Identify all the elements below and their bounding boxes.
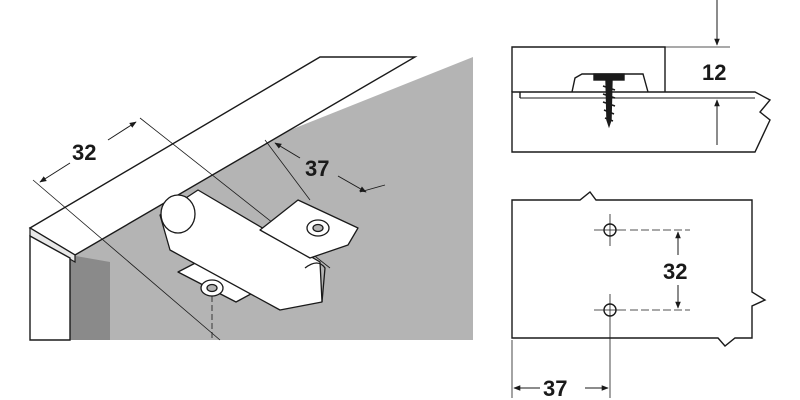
plan-dim-37-label: 37 bbox=[543, 376, 567, 400]
section-dim-12-label: 12 bbox=[702, 60, 726, 85]
iso-dim-32-arrow-b bbox=[107, 121, 137, 141]
iso-dim-37-arrow-a bbox=[274, 142, 301, 159]
section-latch-housing bbox=[511, 46, 666, 92]
iso-dim-37-arrow-b bbox=[337, 175, 367, 193]
latch-cylinder-curve bbox=[304, 262, 326, 303]
side-panel-front-edge bbox=[29, 234, 71, 341]
cabinet-inner-side bbox=[70, 255, 110, 340]
section-panel-board bbox=[511, 91, 772, 153]
plan-dim-32-label: 32 bbox=[663, 259, 687, 284]
plan-panel-outline bbox=[511, 191, 767, 347]
section-screw bbox=[593, 73, 625, 129]
plan-view bbox=[511, 191, 767, 398]
iso-dim-32-label: 32 bbox=[72, 140, 96, 165]
iso-dim-32-arrow-a bbox=[39, 162, 71, 183]
latch-end-cap bbox=[160, 194, 196, 234]
iso-ext-line-3 bbox=[264, 139, 311, 201]
push-latch-part bbox=[159, 189, 359, 311]
iso-ext-line-1 bbox=[32, 179, 221, 341]
latch-screw-lower-head bbox=[206, 283, 218, 293]
isometric-view: 32 37 bbox=[28, 56, 473, 341]
iso-dim-37-label: 37 bbox=[305, 156, 329, 181]
cabinet-interior-panel bbox=[70, 57, 473, 340]
side-section-view bbox=[511, 0, 772, 153]
top-panel-front-edge bbox=[29, 226, 76, 264]
latch-screw-upper-head bbox=[312, 223, 324, 233]
